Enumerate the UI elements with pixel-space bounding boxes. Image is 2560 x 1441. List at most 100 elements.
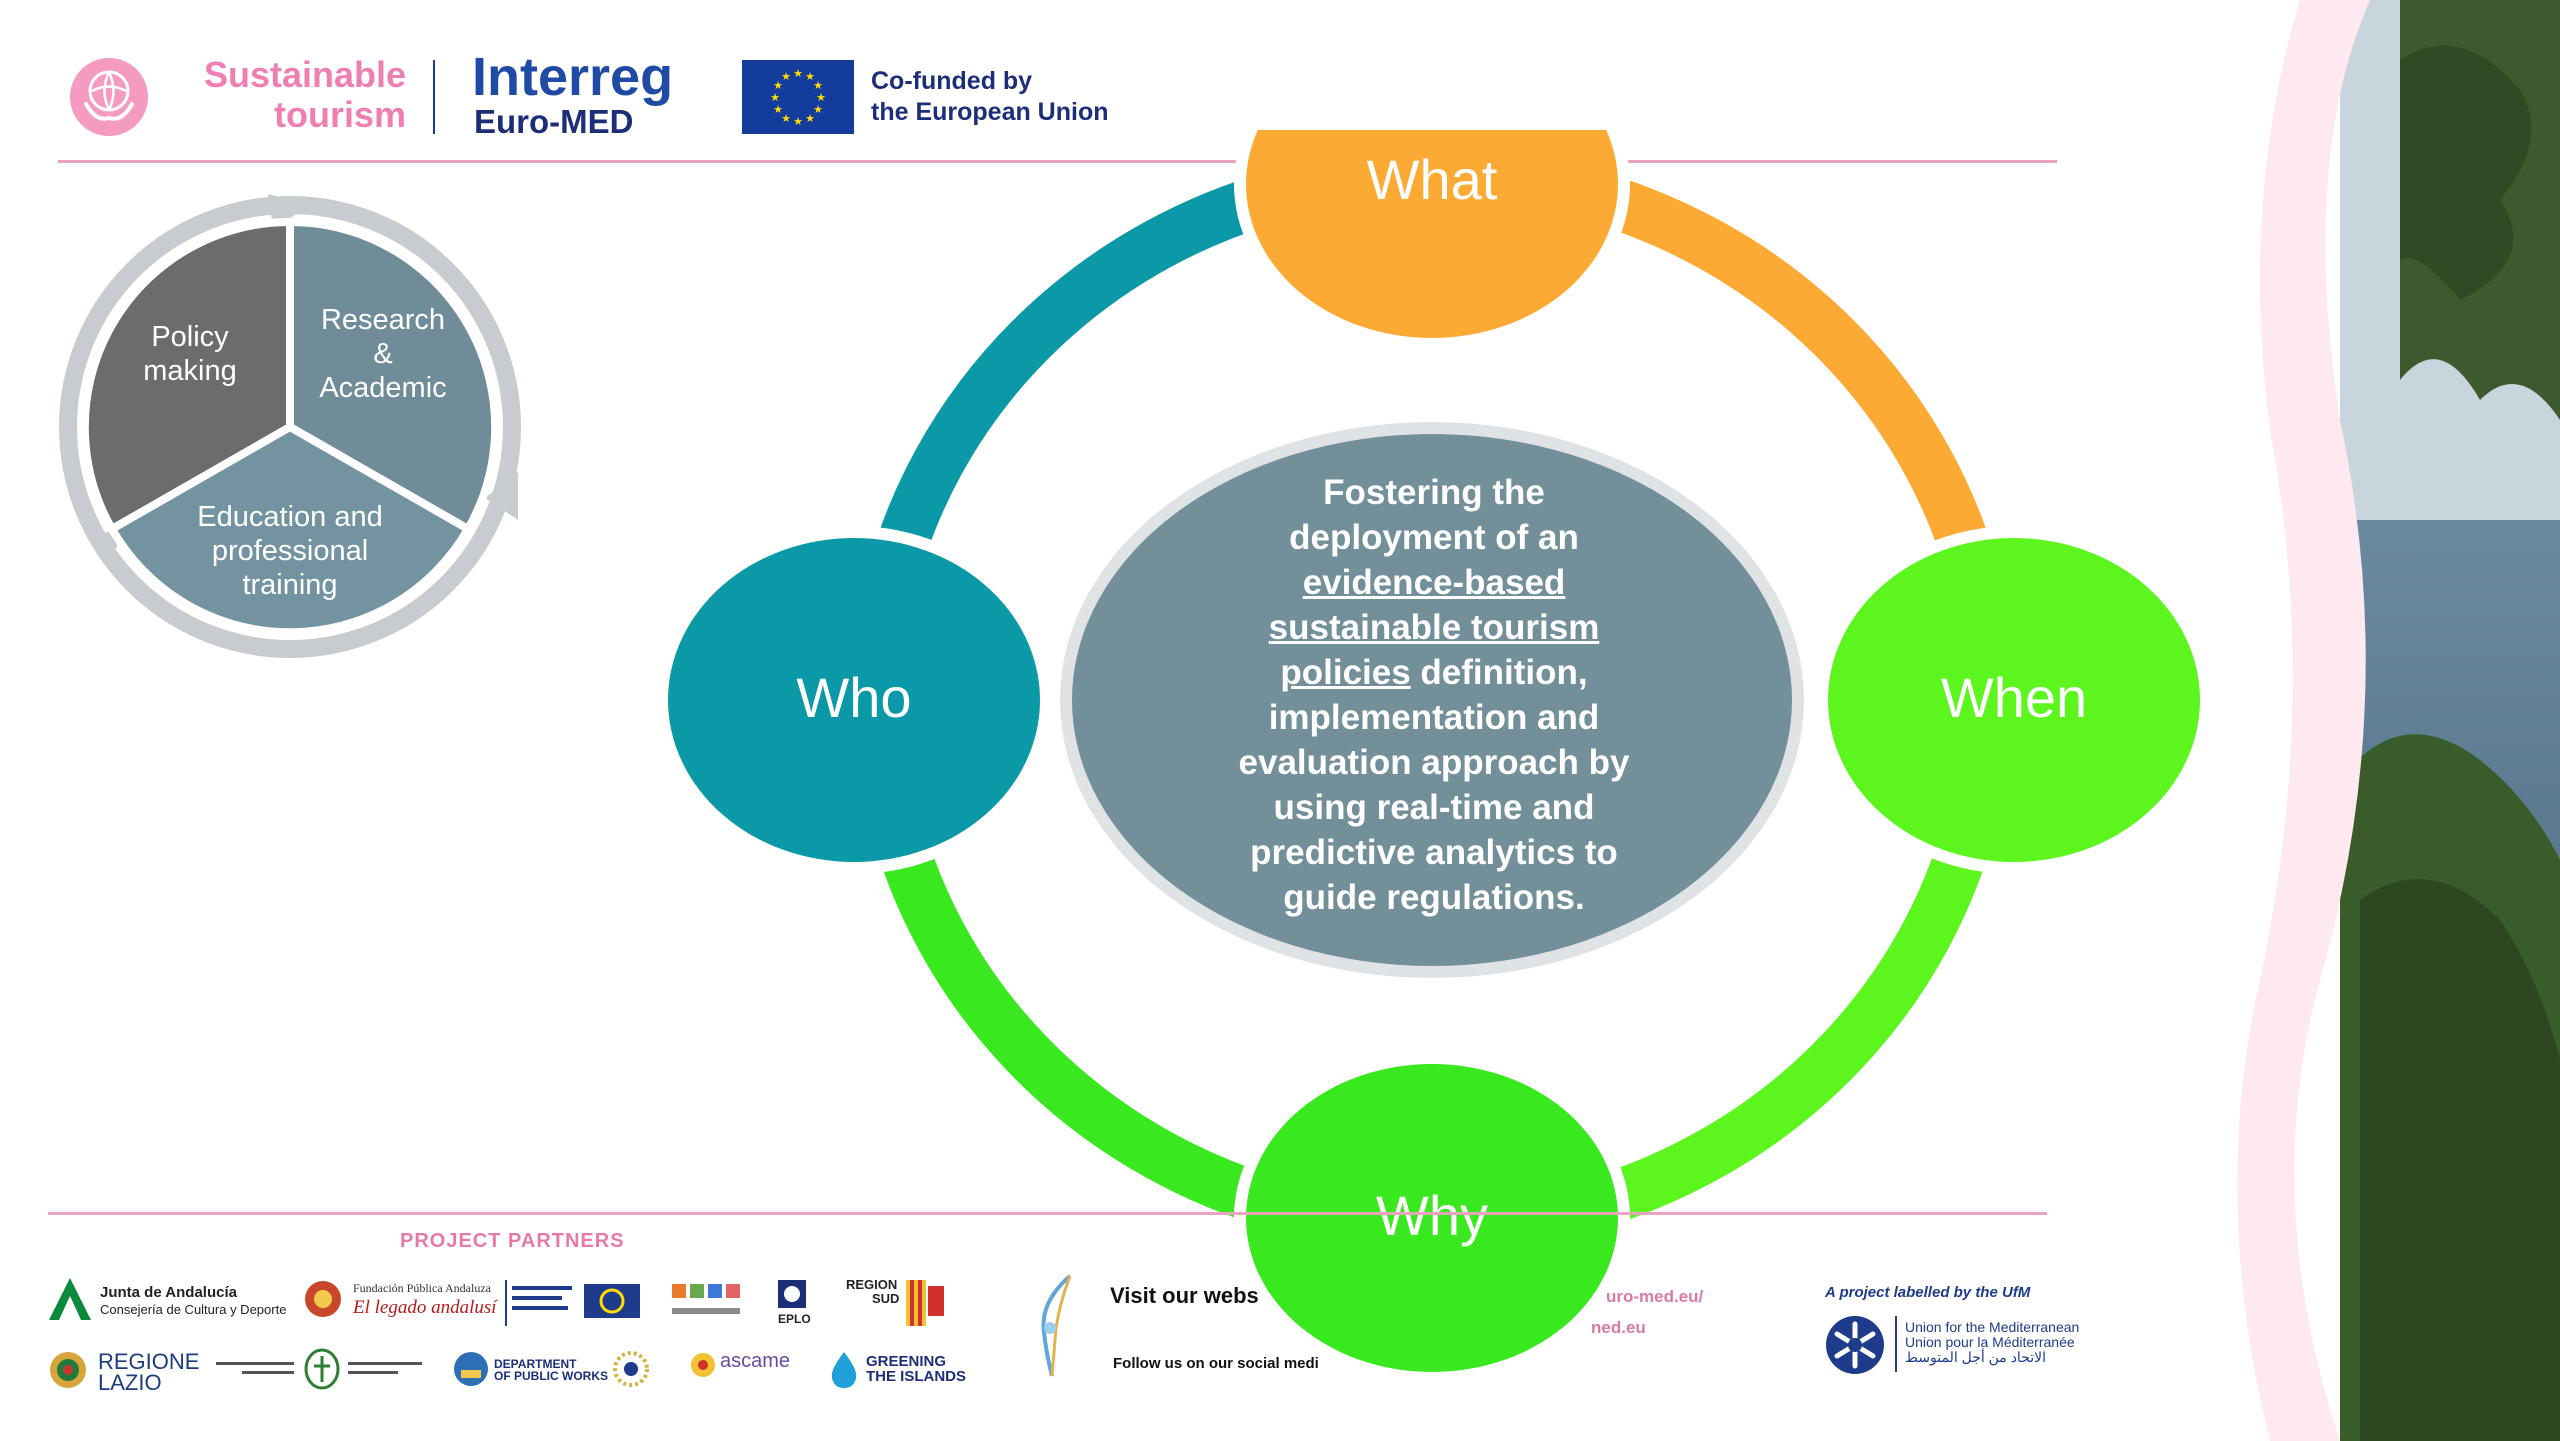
brand-title: Sustainable tourism bbox=[170, 55, 406, 135]
public-works-line: OF PUBLIC WORKS bbox=[494, 1369, 608, 1383]
greening-drop-icon bbox=[828, 1350, 860, 1390]
council-of-europe-icon bbox=[582, 1278, 642, 1324]
node-why-circle bbox=[1246, 1064, 1618, 1372]
junta-sub: Consejería de Cultura y Deporte bbox=[100, 1302, 287, 1317]
feather-logo-icon bbox=[1030, 1272, 1080, 1382]
node-what-label: What bbox=[1366, 148, 1498, 211]
region-sud-flag-icon bbox=[906, 1280, 946, 1326]
svg-text:★: ★ bbox=[773, 103, 783, 116]
brand-line-1: Sustainable bbox=[203, 54, 406, 95]
interreg-subtitle: Euro-MED bbox=[474, 103, 634, 140]
region-sud-line: SUD bbox=[872, 1291, 900, 1306]
node-who-label: Who bbox=[796, 666, 912, 729]
svg-text:★: ★ bbox=[773, 79, 783, 92]
ufm-title: A project labelled by the UfM bbox=[1825, 1284, 2031, 1301]
svg-text:★: ★ bbox=[770, 91, 780, 104]
header-rule bbox=[58, 160, 2057, 163]
partners-heading: PROJECT PARTNERS bbox=[400, 1230, 625, 1252]
svg-text:★: ★ bbox=[816, 91, 826, 104]
center-link-evidence[interactable]: evidence-based bbox=[1302, 563, 1566, 602]
cycle-label-policy: Policy making bbox=[118, 320, 262, 388]
cycle-label-research-line: Research bbox=[320, 304, 446, 336]
center-link-sustainable[interactable]: sustainable tourism bbox=[1268, 608, 1600, 647]
cycle-label-policy-line: making bbox=[143, 355, 237, 387]
follow-social-text: Follow us on our social medi bbox=[1113, 1355, 1319, 1372]
council-text-icon bbox=[512, 1282, 592, 1318]
cofunded-line-1: Co-funded by bbox=[871, 67, 1033, 95]
regione-lazio-crest-icon bbox=[48, 1350, 88, 1390]
regione-line: LAZIO bbox=[98, 1370, 162, 1395]
center-line: using real-time and bbox=[1273, 788, 1595, 827]
star-ring-emblem-icon bbox=[612, 1350, 650, 1388]
regione-line: REGIONE bbox=[98, 1349, 200, 1374]
node-what-circle bbox=[1246, 130, 1618, 338]
eplo-label: EPLO bbox=[778, 1312, 811, 1326]
svg-text:★: ★ bbox=[813, 103, 823, 116]
brand-line-2: tourism bbox=[273, 94, 406, 135]
interreg-title: Interreg bbox=[472, 47, 674, 107]
node-why-label: Why bbox=[1376, 1184, 1488, 1247]
cycle-label-education-line: training bbox=[242, 569, 338, 601]
node-when-label: When bbox=[1940, 666, 2088, 729]
svg-text:★: ★ bbox=[805, 112, 815, 125]
cycle-label-education-line: Education and bbox=[197, 501, 383, 533]
center-line: predictive analytics to bbox=[1250, 833, 1618, 872]
website-link-secondary[interactable]: ned.eu bbox=[1591, 1318, 1646, 1337]
eplo-logo-icon bbox=[776, 1278, 808, 1328]
cycle-label-education: Education and professional training bbox=[170, 500, 410, 602]
public-works-line: DEPARTMENT bbox=[494, 1357, 577, 1371]
website-link[interactable]: uro-med.eu/ bbox=[1606, 1287, 1704, 1306]
cycle-label-research-line: & bbox=[373, 338, 393, 370]
svg-text:★: ★ bbox=[805, 70, 815, 83]
svg-text:★: ★ bbox=[781, 112, 791, 125]
ufm-name: Union for the Mediterranean Union pour l… bbox=[1905, 1320, 2079, 1365]
node-when-circle bbox=[1828, 538, 2200, 862]
fundacion-name: Fundación Pública Andaluza bbox=[353, 1281, 491, 1295]
agriculture-text-icon bbox=[346, 1358, 426, 1382]
ufm-logo-icon bbox=[1824, 1314, 1886, 1376]
cycle-label-research-line: Academic bbox=[319, 372, 447, 404]
center-line: Fostering the bbox=[1323, 473, 1545, 512]
header-divider bbox=[433, 60, 435, 134]
svg-text:★: ★ bbox=[781, 70, 791, 83]
eu-flag-icon: ★★★ ★★★ ★★★ ★★★ bbox=[742, 60, 854, 134]
institut-text-icon bbox=[212, 1358, 298, 1380]
public-works-emblem-icon bbox=[452, 1350, 490, 1388]
stakeholder-cycle bbox=[40, 180, 540, 670]
council-divider bbox=[505, 1280, 507, 1326]
footer-rule bbox=[48, 1212, 2047, 1215]
center-line: implementation and bbox=[1268, 698, 1600, 737]
node-who-circle bbox=[668, 538, 1040, 862]
greening-line: GREENING bbox=[866, 1353, 947, 1370]
svg-text:★: ★ bbox=[813, 79, 823, 92]
segment-education bbox=[106, 422, 474, 637]
center-line: guide regulations. bbox=[1283, 878, 1585, 917]
center-link-policies[interactable]: policies bbox=[1280, 653, 1411, 692]
cofunded-text: Co-funded by the European Union bbox=[871, 66, 1109, 128]
fundacion-sub: El legado andalusí bbox=[353, 1297, 497, 1318]
ascame-name: ascame bbox=[720, 1350, 791, 1372]
center-statement: Fostering the deployment of an evidence-… bbox=[1154, 470, 1714, 920]
coastal-photo bbox=[2100, 0, 2560, 1441]
junta-name: Junta de Andalucía bbox=[100, 1284, 237, 1301]
ascame-emblem-icon bbox=[688, 1350, 718, 1380]
sustainable-tourism-globe-logo bbox=[70, 58, 148, 136]
region-sud-label: REGION SUD bbox=[846, 1278, 899, 1306]
center-line: definition, bbox=[1410, 653, 1588, 692]
mokal-logo-icon bbox=[668, 1278, 744, 1324]
main-diagram bbox=[640, 130, 2220, 1410]
public-works-name: DEPARTMENT OF PUBLIC WORKS bbox=[494, 1358, 608, 1382]
center-line: evaluation approach by bbox=[1238, 743, 1630, 782]
agriculture-institute-icon bbox=[304, 1348, 340, 1390]
cofunded-line-2: the European Union bbox=[871, 98, 1109, 126]
ufm-line: Union pour la Méditerranée bbox=[1905, 1334, 2075, 1350]
fundacion-emblem-icon bbox=[302, 1278, 344, 1320]
visit-website-text: Visit our webs bbox=[1110, 1283, 1259, 1308]
cycle-label-policy-line: Policy bbox=[151, 321, 229, 353]
greening-line: THE ISLANDS bbox=[866, 1368, 967, 1385]
cycle-label-education-line: professional bbox=[211, 535, 369, 567]
ufm-divider bbox=[1895, 1316, 1897, 1372]
svg-text:★: ★ bbox=[793, 67, 803, 80]
ufm-line: الاتحاد من أجل المتوسط bbox=[1905, 1349, 2047, 1365]
center-line: deployment of an bbox=[1289, 518, 1579, 557]
